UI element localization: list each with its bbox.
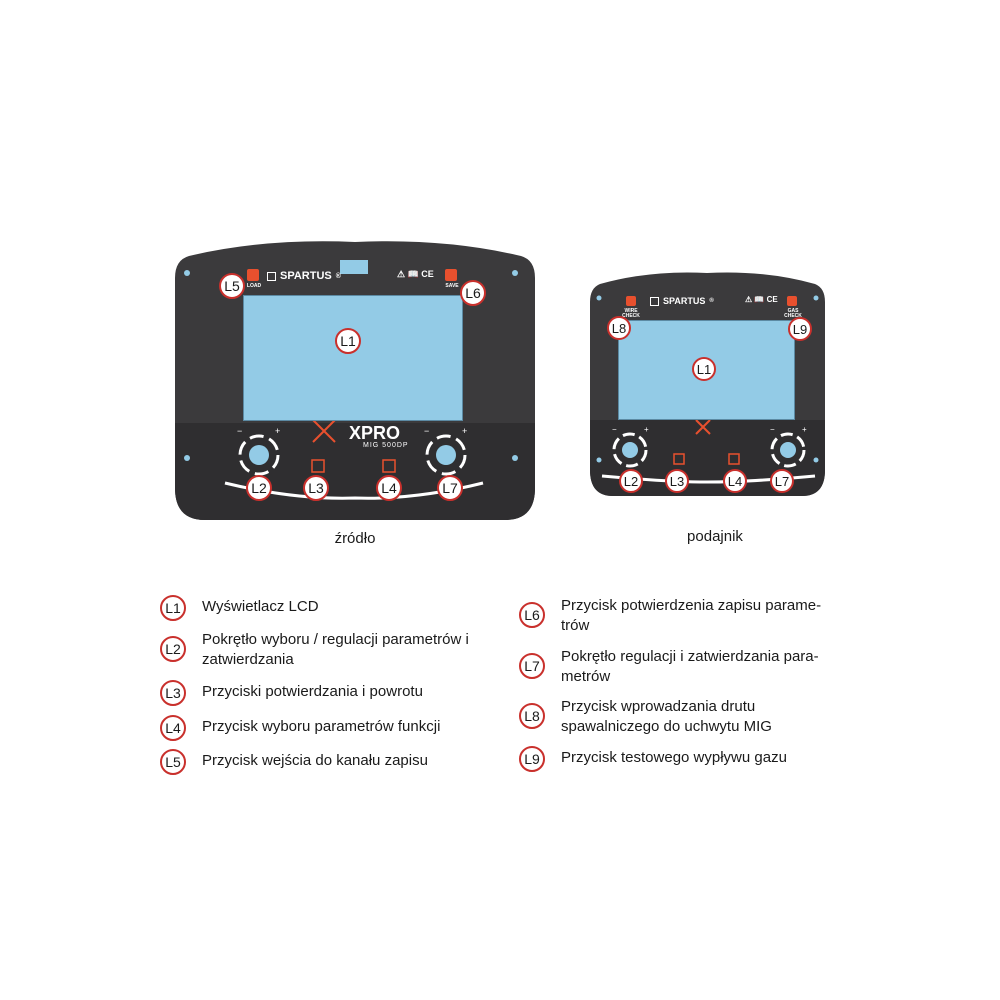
legend-badge: L6 [519,602,545,628]
legend-text: Przycisk testowego wypływu gazu [561,749,787,766]
badge-L8: L8 [607,316,631,340]
legend-item-L1: L1 Wyświetlacz LCD [160,595,490,621]
load-label: LOAD [246,283,262,289]
source-brand: SPARTUS® [267,270,341,282]
legend-badge: L7 [519,653,545,679]
gas-check-icon[interactable] [787,296,797,306]
badge-L4: L4 [723,469,747,493]
legend-text: Przyciski potwierdzania i powrotu [202,683,423,700]
load-icon[interactable] [247,269,259,281]
feeder-caption: podajnik [687,528,743,545]
badge-L7: L7 [437,475,463,501]
model-sub: MIG 500DP [363,442,409,449]
wire-check-icon[interactable] [626,296,636,306]
badge-L1: L1 [335,328,361,354]
svg-text:+: + [802,425,807,434]
legend-item-L2: L2 Pokrętło wyboru / regulacji parametró… [160,628,490,670]
wire-check-label: WIRE CHECK [622,308,640,319]
badge-L9: L9 [788,317,812,341]
legend-item-L5: L5 Przycisk wejścia do kanału zapisu [160,749,490,775]
feeder-certification: ⚠ 📖 CE [745,295,778,304]
legend-text: Przycisk wejścia do kanału zapisu [202,752,428,769]
legend-badge: L2 [160,636,186,662]
legend-badge: L5 [160,749,186,775]
legend-item-L4: L4 Przycisk wyboru parametrów funkcji [160,715,490,741]
model-name: XPRO [349,423,401,443]
brand-logo-icon [650,296,659,306]
svg-text:−: − [237,426,242,436]
feeder-panel: − + − + WIRE CHECK GAS CHECK SPARTUS® ⚠ … [590,270,825,498]
legend-text: Pokrętło regulacji i zatwierdzania para-… [561,648,819,685]
svg-text:−: − [424,426,429,436]
svg-text:+: + [275,426,280,436]
legend-text: Przycisk wprowadzania drutu spawalniczeg… [561,698,772,735]
feeder-brand: SPARTUS® [650,296,714,306]
badge-L4: L4 [376,475,402,501]
svg-text:+: + [644,425,649,434]
legend-text: Przycisk wyboru parametrów funkcji [202,718,441,735]
badge-L7: L7 [770,469,794,493]
legend-badge: L4 [160,715,186,741]
legend-badge: L9 [519,746,545,772]
legend-text: Pokrętło wyboru / regulacji parametrów i… [202,631,469,668]
save-icon[interactable] [445,269,457,281]
source-caption: źródło [334,530,376,547]
legend-badge: L3 [160,680,186,706]
svg-text:−: − [612,425,617,434]
legend-item-L3: L3 Przyciski potwierdzania i powrotu [160,680,490,706]
legend-item-L7: L7 Pokrętło regulacji i zatwierdzania pa… [519,645,829,687]
legend-badge: L1 [160,595,186,621]
source-lcd-display [243,295,463,421]
legend-item-L6: L6 Przycisk potwierdzenia zapisu parame-… [519,594,829,636]
badge-L3: L3 [303,475,329,501]
legend-text: Wyświetlacz LCD [202,598,319,615]
svg-text:−: − [770,425,775,434]
legend-item-L8: L8 Przycisk wprowadzania drutu spawalnic… [519,695,829,737]
legend-item-L9: L9 Przycisk testowego wypływu gazu [519,746,829,772]
badge-L6: L6 [460,280,486,306]
svg-text:+: + [462,426,467,436]
badge-L5: L5 [219,273,245,299]
badge-L2: L2 [619,469,643,493]
source-panel: − + − + LOAD SAVE SPARTUS® ⚠ 📖 CE XPRO M… [175,238,535,522]
legend-text: Przycisk potwierdzenia zapisu parame-tró… [561,597,822,634]
badge-L3: L3 [665,469,689,493]
gas-check-label: GAS CHECK [784,308,802,319]
badge-L2: L2 [246,475,272,501]
legend-badge: L8 [519,703,545,729]
brand-logo-icon [267,271,276,281]
source-certification: ⚠ 📖 CE [397,269,434,279]
badge-L1: L1 [692,357,716,381]
save-label: SAVE [445,283,459,289]
